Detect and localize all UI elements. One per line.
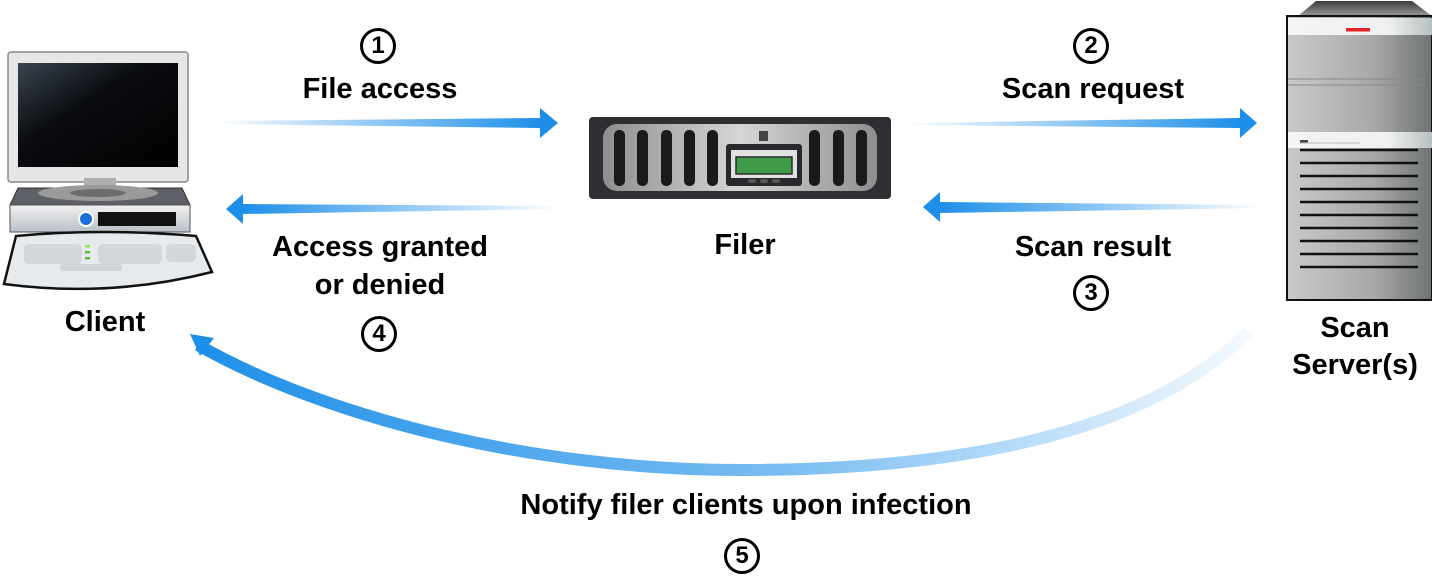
arrow-notify-clients <box>190 327 1253 477</box>
step-5-badge: 5 <box>724 538 760 574</box>
step-4-label-line2: or denied <box>314 269 446 301</box>
client-label: Client <box>64 306 146 338</box>
scan-server-label-line1: Scan <box>1320 312 1390 344</box>
step-4-label-line1: Access granted <box>272 231 488 263</box>
arrow-file-access <box>215 108 558 138</box>
filer-label: Filer <box>714 229 776 261</box>
step-3-label: Scan result <box>1014 231 1172 263</box>
filer-appliance-icon <box>589 117 891 199</box>
step-1-label: File access <box>302 73 458 105</box>
arrow-access-granted <box>226 194 560 224</box>
arrow-scan-result <box>923 192 1262 222</box>
arrow-scan-request <box>905 108 1257 138</box>
step-3-badge: 3 <box>1073 275 1109 311</box>
step-2-label: Scan request <box>1001 73 1185 105</box>
scan-server-tower-icon <box>1286 1 1432 301</box>
scan-server-label-line2: Server(s) <box>1292 349 1418 381</box>
client-computer-icon <box>2 51 214 291</box>
step-5-label: Notify filer clients upon infection <box>520 489 972 521</box>
step-1-badge: 1 <box>360 28 396 64</box>
step-4-badge: 4 <box>361 316 397 352</box>
step-2-badge: 2 <box>1073 28 1109 64</box>
